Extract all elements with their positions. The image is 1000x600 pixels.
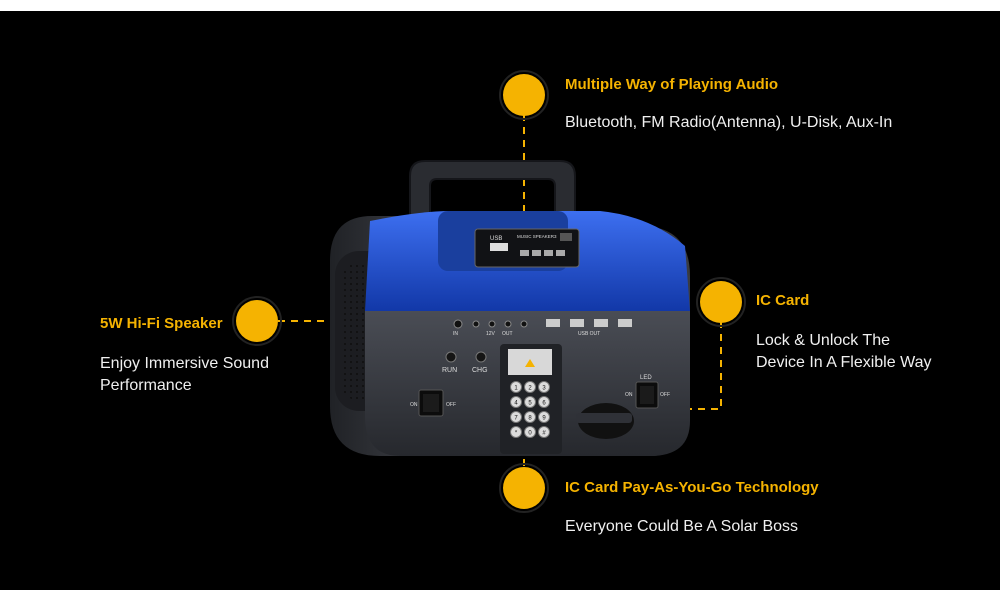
keypad-key-label: 1 bbox=[514, 386, 518, 392]
run-indicator bbox=[445, 351, 457, 363]
keypad-key bbox=[510, 426, 522, 438]
label-out: OUT bbox=[502, 331, 513, 337]
speaker-dot-ring bbox=[232, 296, 282, 346]
label-led: LED bbox=[640, 375, 652, 381]
speaker-feature-title: 5W Hi-Fi Speaker bbox=[100, 315, 223, 332]
keypad-key-label: 9 bbox=[542, 416, 546, 422]
iccard-feature-title: IC Card bbox=[756, 292, 810, 309]
label-left-off: OFF bbox=[446, 402, 456, 408]
keypad-key-label: 4 bbox=[514, 401, 518, 407]
label-chg: CHG bbox=[472, 367, 488, 374]
payg-feature-title: IC Card Pay-As-You-Go Technology bbox=[565, 479, 819, 496]
keypad-key-label: 7 bbox=[514, 416, 518, 422]
ports-row bbox=[453, 319, 632, 329]
label-music: MUSIC SPEAKER3 bbox=[517, 234, 557, 239]
keypad-key bbox=[510, 396, 522, 408]
label-right-on: ON bbox=[625, 392, 633, 398]
speaker-feature-description: Enjoy Immersive Sound Performance bbox=[100, 355, 269, 394]
keypad-key bbox=[524, 381, 536, 393]
keypad-key bbox=[524, 396, 536, 408]
iccard-connector bbox=[640, 321, 722, 410]
keypad-key bbox=[510, 381, 522, 393]
keypad-key-label: 3 bbox=[542, 386, 546, 392]
audio-dot-ring bbox=[499, 70, 549, 120]
keypad-key-label: 2 bbox=[528, 386, 532, 392]
label-in: IN bbox=[453, 331, 458, 337]
keypad-key bbox=[524, 426, 536, 438]
label-usb: USB bbox=[490, 236, 502, 242]
audio-module-panel bbox=[474, 228, 580, 268]
usb-port bbox=[490, 243, 508, 251]
payg-feature-description: Everyone Could Be A Solar Boss bbox=[565, 518, 799, 535]
label-left-on: ON bbox=[410, 402, 418, 408]
keypad-key bbox=[510, 411, 522, 423]
iccard-dot-ring bbox=[696, 277, 746, 327]
label-right-off: OFF bbox=[660, 392, 670, 398]
keypad-key-label: 6 bbox=[542, 401, 546, 407]
iccard-feature-description: Lock & Unlock The Device In A Flexible W… bbox=[756, 332, 932, 371]
keypad-key bbox=[538, 381, 550, 393]
chg-indicator bbox=[475, 351, 487, 363]
keypad-key-label: 8 bbox=[528, 416, 532, 422]
keypad-keys: 1 2 3 4 5 6 7 8 9 * 0 # bbox=[510, 381, 550, 438]
label-run: RUN bbox=[442, 367, 457, 374]
product-feature-slide: 1 2 3 4 5 6 7 8 9 * 0 # USB MUSIC SPEAKER3 IN 12V O… bbox=[0, 11, 1000, 590]
keypad-key-label: 0 bbox=[528, 431, 532, 437]
solar-power-station-device: 1 2 3 4 5 6 7 8 9 * 0 # USB MUSIC SPEAKER3 IN 12V O… bbox=[330, 160, 690, 456]
keypad-key-label: * bbox=[515, 431, 518, 437]
payg-dot-ring bbox=[499, 463, 549, 513]
speaker-callout-dot bbox=[236, 300, 278, 342]
audio-feature-title: Multiple Way of Playing Audio bbox=[565, 76, 779, 93]
ic-card-slot bbox=[576, 403, 634, 439]
right-led-switch bbox=[635, 381, 659, 409]
lcd-up-icon bbox=[525, 359, 535, 367]
label-usb-out: USB OUT bbox=[578, 331, 600, 337]
audio-feature-description: Bluetooth, FM Radio(Antenna), U-Disk, Au… bbox=[565, 114, 893, 131]
keypad-key bbox=[524, 411, 536, 423]
payg-callout-dot bbox=[503, 467, 545, 509]
left-power-switch bbox=[418, 389, 444, 417]
keypad-key bbox=[538, 426, 550, 438]
keypad-key-label: # bbox=[542, 431, 546, 437]
label-12v: 12V bbox=[486, 331, 496, 337]
iccard-callout-dot bbox=[700, 281, 742, 323]
keypad-key-label: 5 bbox=[528, 401, 532, 407]
audio-callout-dot bbox=[503, 74, 545, 116]
keypad-key bbox=[538, 411, 550, 423]
keypad-key bbox=[538, 396, 550, 408]
